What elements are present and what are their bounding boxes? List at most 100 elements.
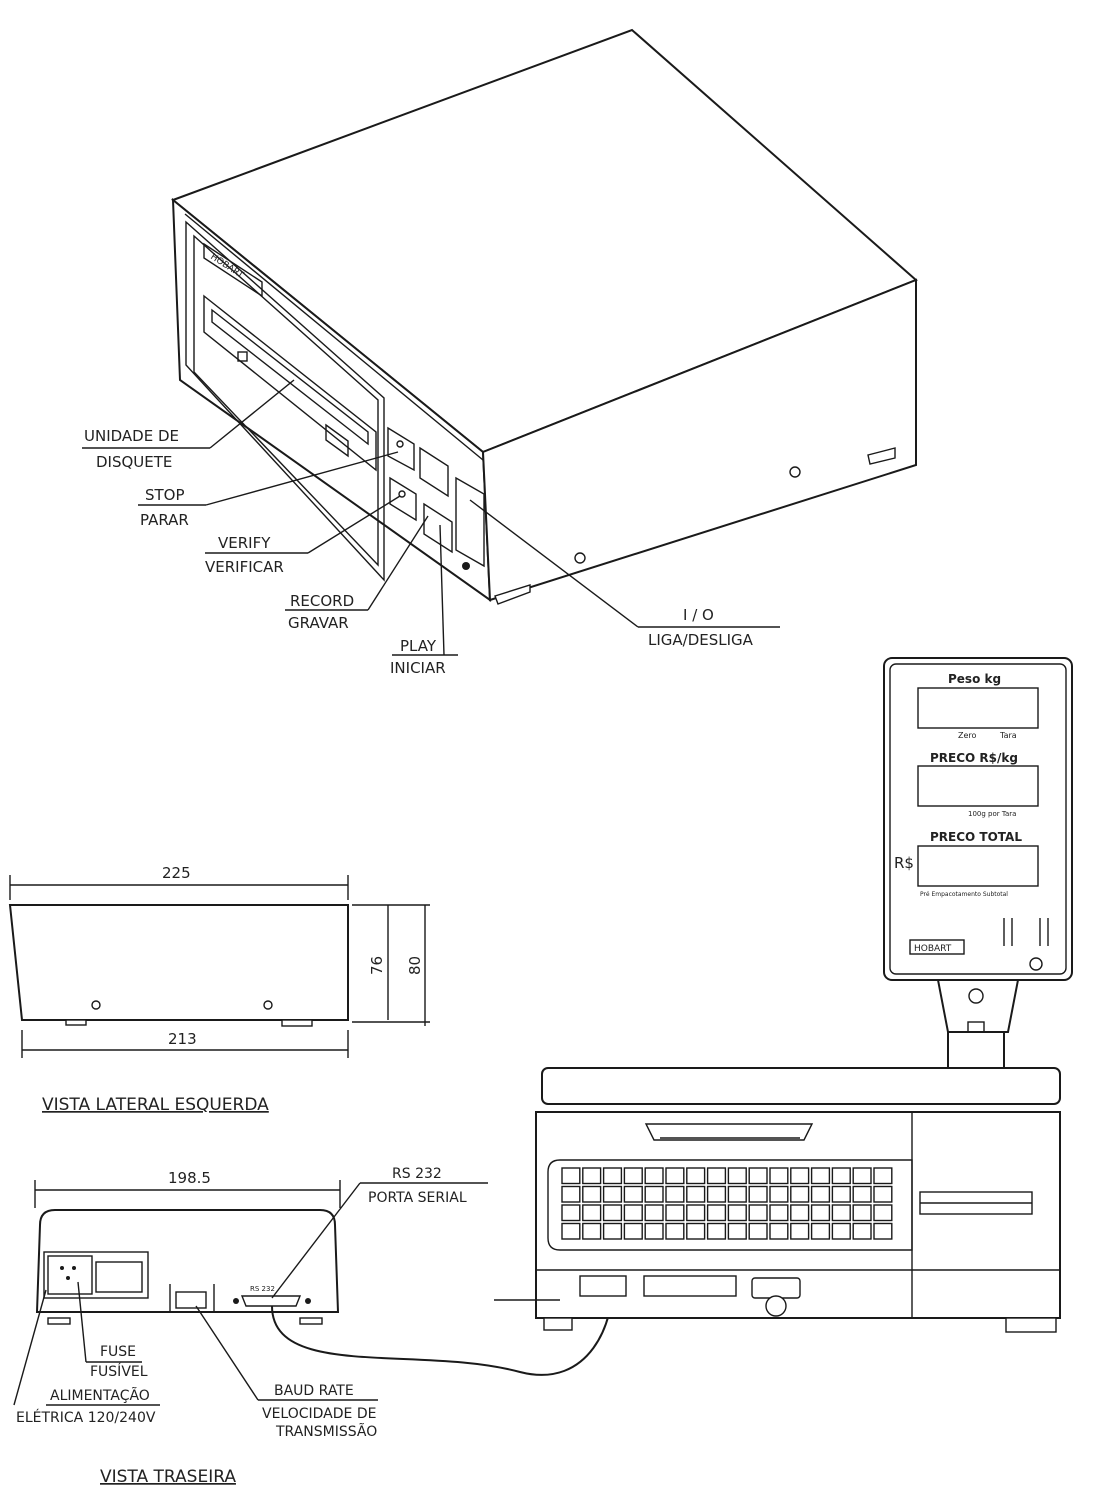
rear-view — [13, 1180, 488, 1406]
keypad-key — [873, 1167, 893, 1185]
keypad-key — [790, 1185, 810, 1203]
dim-80: 80 — [406, 956, 424, 975]
label-verify-2: VERIFICAR — [205, 558, 284, 576]
port-label-small: RS 232 — [250, 1285, 275, 1293]
label-rs232-1: RS 232 — [392, 1166, 442, 1182]
keypad-key — [561, 1167, 581, 1185]
keypad-key — [810, 1167, 831, 1185]
keypad-key — [623, 1185, 643, 1203]
keypad-key — [790, 1204, 810, 1222]
label-baud-2: VELOCIDADE DE — [262, 1406, 376, 1422]
label-supply-2: ELÉTRICA 120/240V — [16, 1409, 156, 1426]
label-power-2: LIGA/DESLIGA — [648, 631, 754, 649]
keypad-key — [852, 1185, 872, 1203]
record-button — [423, 502, 453, 554]
power-inlet — [43, 1251, 149, 1299]
label-floppy-1: UNIDADE DE — [84, 427, 179, 445]
total-price-display — [917, 845, 1039, 887]
scale-total-label: PRECO TOTAL — [930, 830, 1022, 844]
keypad-key — [810, 1204, 831, 1222]
label-floppy-2: DISQUETE — [96, 453, 172, 471]
keypad-key — [602, 1204, 623, 1222]
keypad-key — [582, 1204, 602, 1222]
label-record-2: GRAVAR — [288, 614, 349, 632]
scale-price-label: PRECO R$/kg — [930, 751, 1018, 765]
keypad-key — [582, 1185, 602, 1203]
label-baud-1: BAUD RATE — [274, 1383, 354, 1399]
label-supply-1: ALIMENTAÇÃO — [50, 1387, 150, 1404]
serial-cable — [271, 1281, 614, 1376]
keypad-key — [623, 1222, 643, 1240]
label-stop-2: PARAR — [140, 511, 189, 529]
keypad-key — [706, 1185, 727, 1203]
keypad-key — [769, 1222, 789, 1240]
keypad-key — [748, 1204, 768, 1222]
keypad-key — [873, 1204, 893, 1222]
baud-switch — [175, 1291, 207, 1309]
keypad-key — [790, 1167, 810, 1185]
keypad-key — [686, 1167, 706, 1185]
keypad-key — [727, 1222, 747, 1240]
keypad-key — [602, 1222, 623, 1240]
fuse-holder — [95, 1261, 143, 1293]
keypad-key — [831, 1222, 851, 1240]
display-panel — [883, 657, 1073, 981]
keypad-key — [623, 1167, 643, 1185]
keypad-key — [810, 1222, 831, 1240]
keypad-key — [706, 1204, 727, 1222]
keypad-key — [727, 1167, 747, 1185]
scale — [494, 657, 1073, 1333]
keypad-key — [873, 1222, 893, 1240]
view-title-side: VISTA LATERAL ESQUERDA — [42, 1095, 269, 1115]
weight-display — [917, 687, 1039, 729]
scale-tare: Tara — [999, 731, 1017, 740]
keypad-key — [831, 1204, 851, 1222]
label-power-1: I / O — [683, 606, 714, 624]
label-verify-1: VERIFY — [218, 534, 271, 552]
keypad-key — [810, 1185, 831, 1203]
keypad-key — [561, 1185, 581, 1203]
dim-225: 225 — [162, 864, 191, 882]
keypad-key — [582, 1167, 602, 1185]
keypad-key — [852, 1204, 872, 1222]
keypad-key — [644, 1185, 664, 1203]
scale-currency: R$ — [894, 854, 914, 872]
keypad-key — [873, 1185, 893, 1203]
label-printer-slot — [644, 1123, 814, 1141]
dim-213: 213 — [168, 1030, 197, 1048]
view-title-rear: VISTA TRASEIRA — [100, 1467, 236, 1487]
label-play-1: PLAY — [400, 637, 437, 655]
power-switch — [455, 476, 485, 568]
keypad-key — [748, 1185, 768, 1203]
play-button — [419, 446, 449, 498]
keypad-keys — [561, 1167, 893, 1240]
label-play-2: INICIAR — [390, 659, 446, 677]
keypad-key — [561, 1222, 581, 1240]
keypad-key — [665, 1167, 685, 1185]
label-rs232-2: PORTA SERIAL — [368, 1190, 467, 1206]
keypad-key — [748, 1167, 768, 1185]
keypad-key — [665, 1222, 685, 1240]
keypad-key — [665, 1204, 685, 1222]
stop-button — [387, 426, 415, 472]
keypad-key — [790, 1222, 810, 1240]
scale-zero: Zero — [958, 731, 977, 740]
keypad-key — [769, 1167, 789, 1185]
keypad-key — [852, 1167, 872, 1185]
keypad-key — [602, 1167, 623, 1185]
label-baud-3: TRANSMISSÃO — [275, 1423, 377, 1440]
keypad-key — [665, 1185, 685, 1203]
label-record-1: RECORD — [290, 592, 354, 610]
keypad-key — [686, 1204, 706, 1222]
keypad-key — [602, 1185, 623, 1203]
keypad-key — [561, 1204, 581, 1222]
keypad-key — [623, 1204, 643, 1222]
keypad-key — [644, 1222, 664, 1240]
scale-brand: HOBART — [914, 944, 952, 954]
label-fuse-1: FUSE — [100, 1344, 136, 1360]
scale-weight-label: Peso kg — [948, 672, 1001, 686]
control-buttons — [387, 426, 485, 570]
keypad-key — [831, 1167, 851, 1185]
